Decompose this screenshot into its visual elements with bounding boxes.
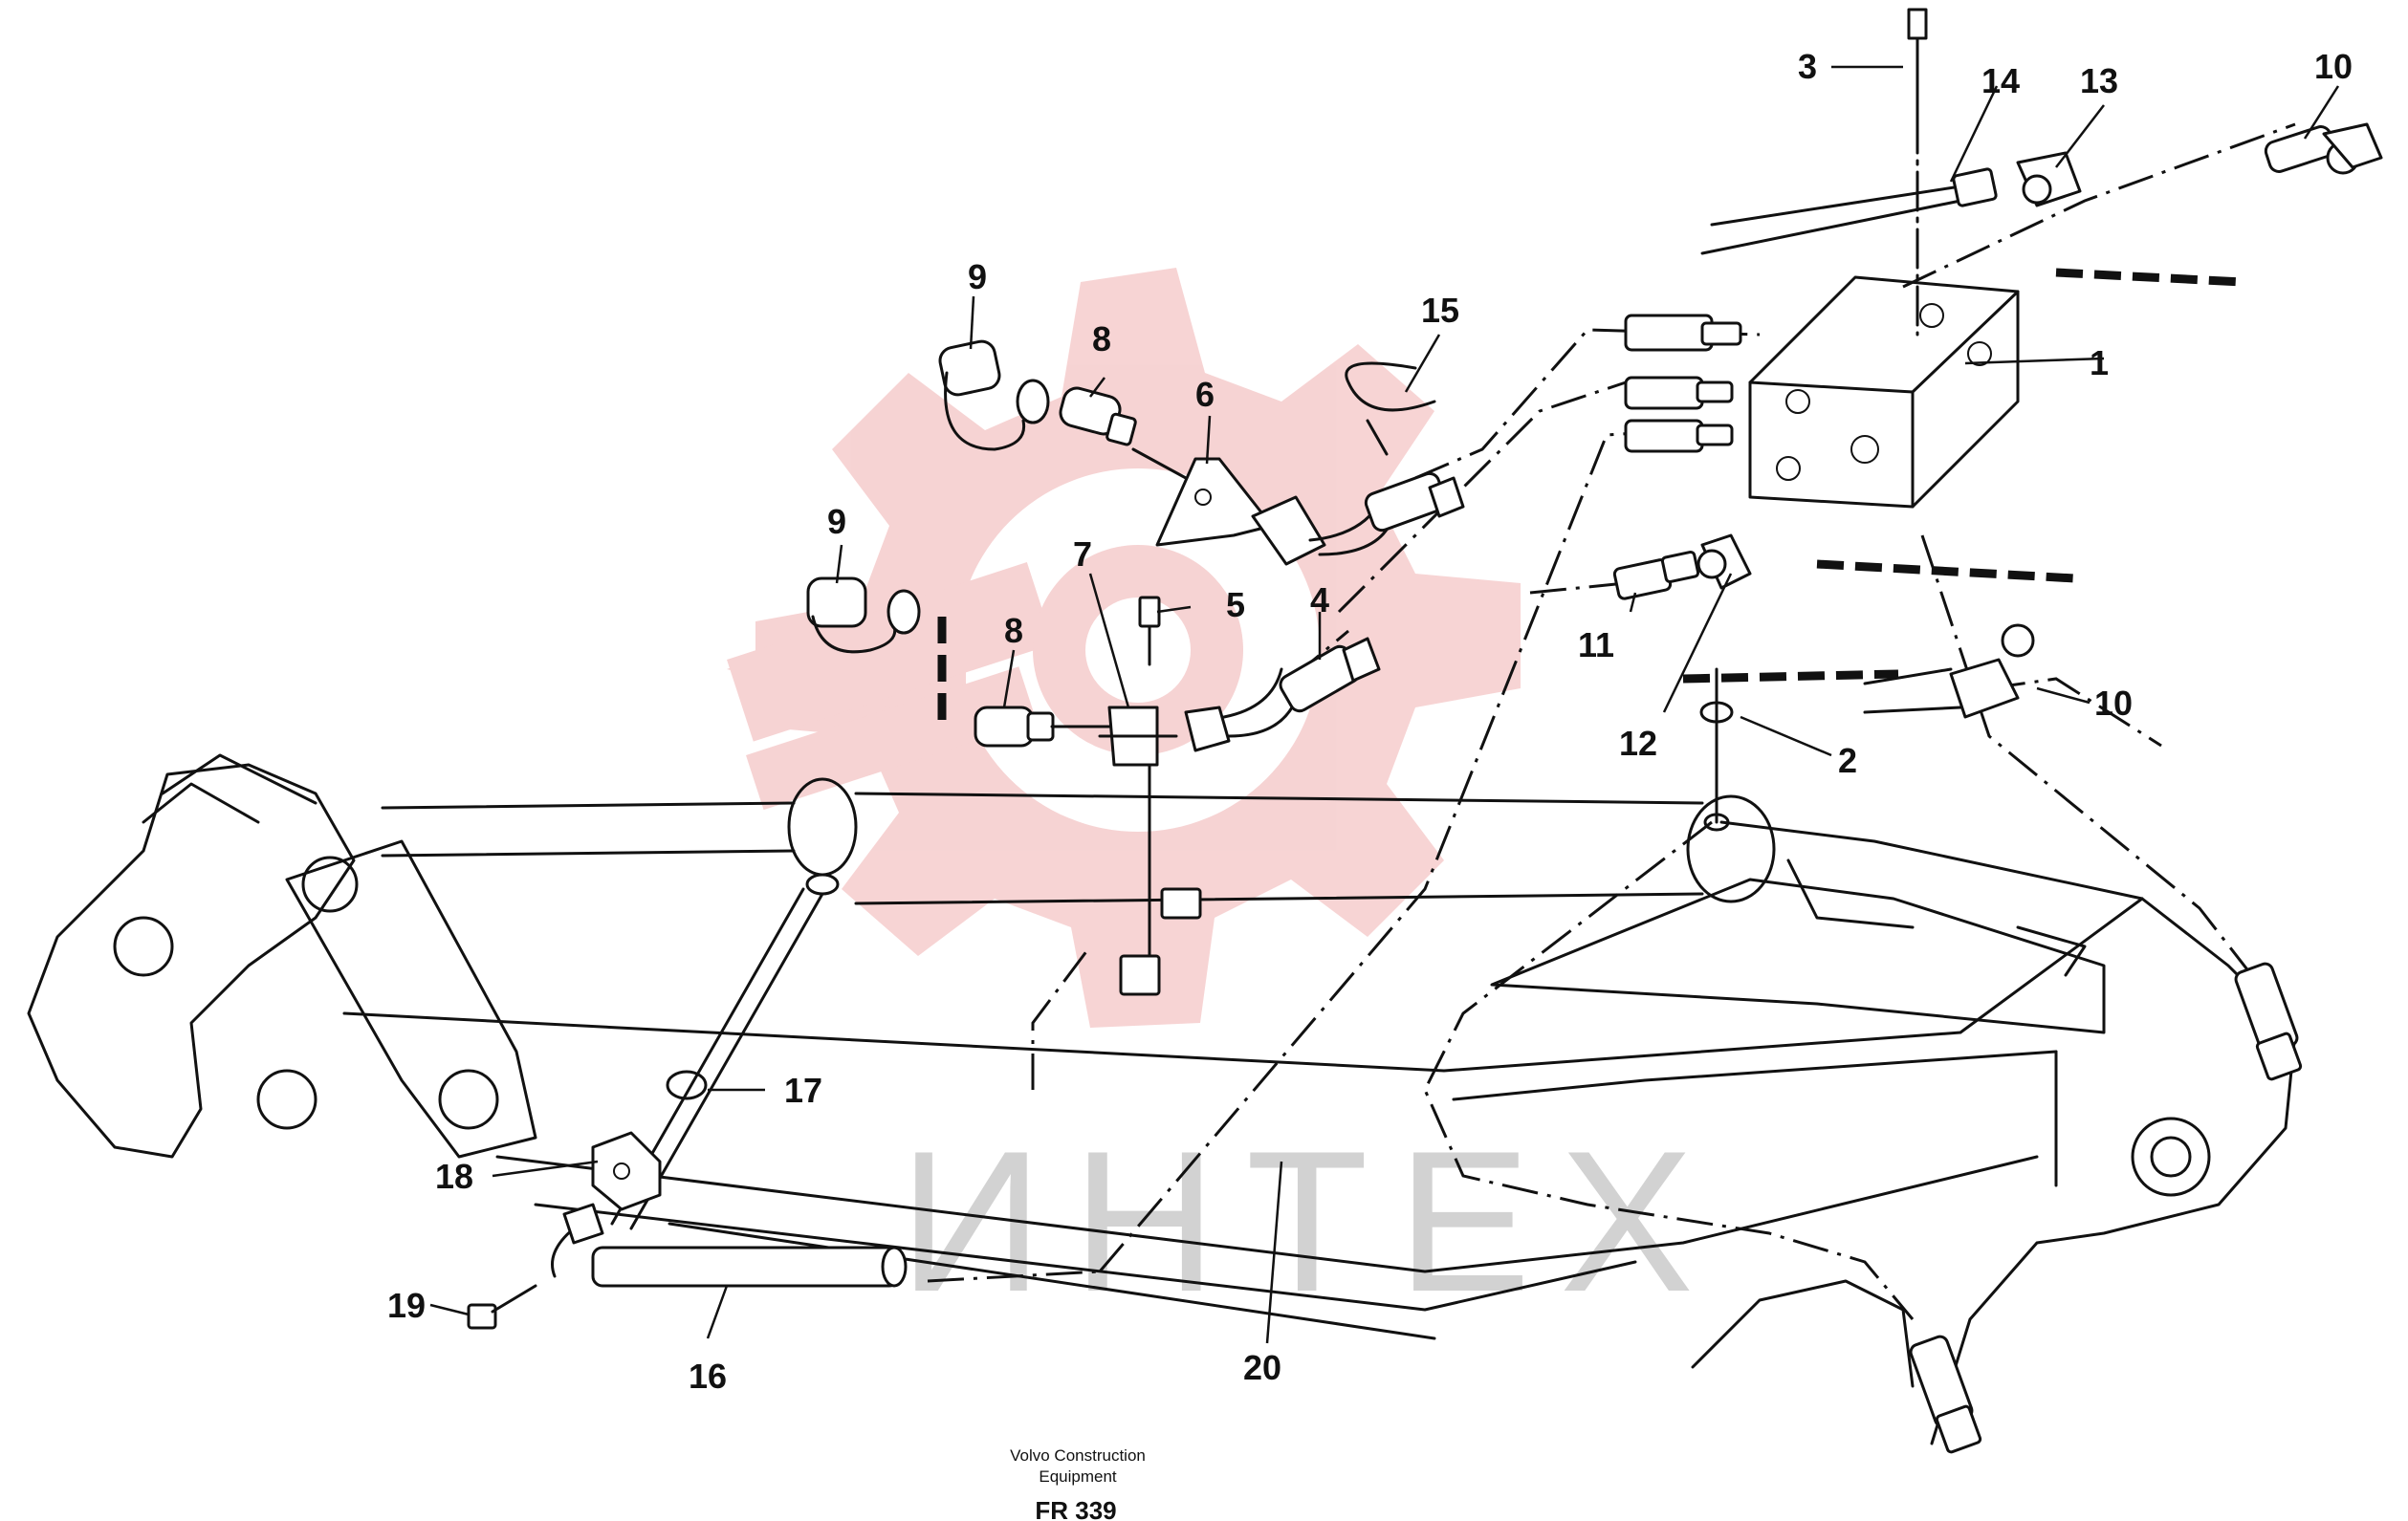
part-label: 19 (387, 1286, 426, 1325)
part-label: 13 (2080, 61, 2118, 100)
part-label: 3 (1798, 47, 1817, 86)
manifold-block (1748, 275, 2020, 509)
elbow-12 (1697, 533, 1752, 590)
fitting-8-lower (974, 706, 1111, 748)
part-label: 15 (1421, 291, 1459, 330)
bolt-3 (1907, 8, 1928, 337)
part-label: 10 (2094, 684, 2133, 723)
boom-arm (27, 753, 2297, 1445)
o-ring-17 (666, 1070, 708, 1100)
part-label: 6 (1195, 375, 1215, 414)
clamp-18 (591, 1131, 662, 1211)
hose-end-bottom-right (1909, 1335, 1982, 1454)
part-label: 9 (827, 502, 846, 541)
elbow-fitting-10-right (1863, 623, 2035, 719)
part-label: 11 (1578, 625, 1614, 664)
part-label: 10 (2314, 47, 2353, 86)
part-label: 4 (1310, 580, 1329, 619)
part-label: 17 (784, 1071, 822, 1110)
part-label: 20 (1243, 1348, 1281, 1387)
part-labels: 1 2 3 4 5 6 7 8 8 9 9 10 10 11 12 13 14 … (387, 47, 2353, 1396)
part-label: 8 (1092, 319, 1111, 359)
part-label: 7 (1073, 534, 1092, 574)
part-label: 14 (1981, 61, 2020, 100)
cap-9-lower (806, 576, 921, 654)
figure-code: FR 339 (1035, 1496, 1116, 1521)
leader-lines (429, 65, 2340, 1344)
fittings-manifold-side (1624, 314, 1742, 453)
part-label: 12 (1619, 724, 1657, 763)
gear-watermark (727, 268, 1521, 1028)
caption-line2: Equipment (1039, 1467, 1117, 1486)
fitting-8-upper (1059, 386, 1188, 480)
watermark-text: ИНТЕХ (899, 1109, 1722, 1334)
bracket-7 (1098, 706, 1178, 767)
seal-2 (1699, 667, 1734, 832)
hose-16 (551, 1203, 908, 1288)
check-valve-11 (1612, 550, 1700, 600)
part-label: 2 (1838, 741, 1857, 780)
part-label: 5 (1226, 585, 1245, 624)
elbow-fitting-13 (2016, 151, 2082, 207)
part-label: 8 (1004, 611, 1023, 650)
hose-end-lower-right (2234, 962, 2303, 1081)
hose-4 (1184, 637, 1381, 752)
bolt-19 (467, 1284, 537, 1330)
part-label: 18 (435, 1157, 473, 1196)
cap-9-upper (938, 339, 1050, 451)
part-label: 16 (689, 1357, 727, 1396)
hose-elbow-6 (1251, 471, 1465, 566)
elbow-fitting-10-top (2264, 122, 2383, 175)
part-label: 1 (2090, 343, 2109, 382)
clip-15 (1345, 361, 1436, 456)
drain-line-dashes (937, 268, 2244, 727)
pipe-14 (1700, 167, 1998, 255)
part-label: 9 (968, 257, 987, 296)
caption-line1: Volvo Construction (1010, 1446, 1146, 1465)
bracket-6 (1155, 457, 1274, 547)
